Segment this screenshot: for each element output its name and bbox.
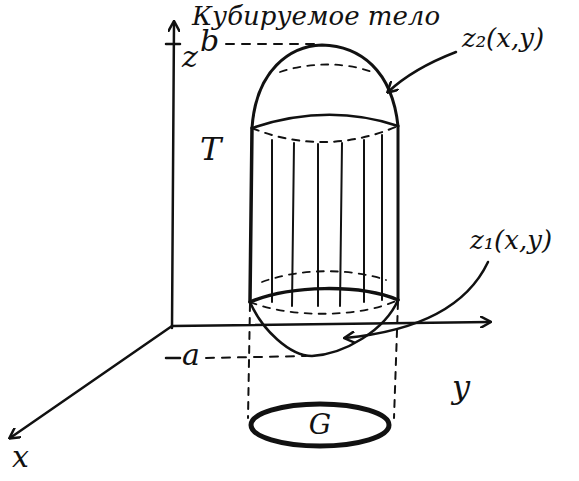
axis-label: z₂(x,y) xyxy=(462,24,544,53)
leader-line xyxy=(345,262,488,338)
lower-rim xyxy=(250,289,398,302)
region-label: G xyxy=(309,410,331,441)
hatch xyxy=(317,144,319,306)
body-side xyxy=(397,126,400,300)
body-side xyxy=(250,128,252,302)
axis-label: x xyxy=(12,440,29,473)
axis-label: b xyxy=(200,24,219,57)
lower-rim xyxy=(262,271,386,282)
hatch xyxy=(381,135,383,300)
upper-surface xyxy=(252,45,398,128)
y-axis xyxy=(172,322,490,326)
hatch xyxy=(271,140,273,302)
axis-label: z₁(x,y) xyxy=(470,226,552,255)
projection-line xyxy=(394,302,398,418)
a-tick xyxy=(166,357,180,360)
upper-rim xyxy=(252,115,398,128)
hatch xyxy=(363,140,365,302)
lower-surface xyxy=(250,300,398,356)
hatch xyxy=(292,143,294,306)
upper-surface-line xyxy=(280,65,372,73)
x-axis xyxy=(10,326,172,438)
title: Кубируемое тело xyxy=(192,2,440,31)
a-level xyxy=(206,356,306,358)
axis-label: y xyxy=(452,370,470,405)
region-outline xyxy=(251,404,389,446)
axis-label: T xyxy=(200,132,221,167)
axis-label: z xyxy=(182,40,198,73)
lower-surface-line xyxy=(250,300,398,314)
region-ellipse: G xyxy=(248,401,392,449)
upper-rim xyxy=(252,126,398,142)
leader-line xyxy=(388,52,456,92)
projection-line xyxy=(248,304,250,418)
z-axis xyxy=(172,22,174,328)
axis-label: a xyxy=(182,338,200,371)
b-level xyxy=(226,43,316,45)
hatch xyxy=(340,143,342,306)
b-tick xyxy=(166,43,180,46)
